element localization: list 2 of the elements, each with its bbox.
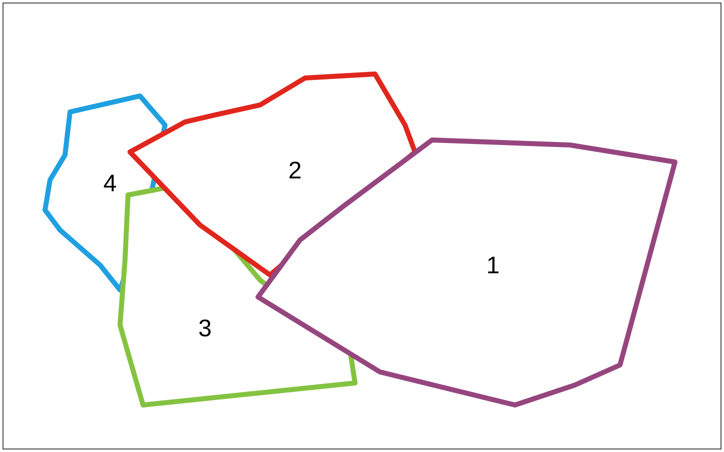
polygon: 3 bbox=[118, 182, 358, 408]
polygon: 2 bbox=[128, 72, 418, 278]
